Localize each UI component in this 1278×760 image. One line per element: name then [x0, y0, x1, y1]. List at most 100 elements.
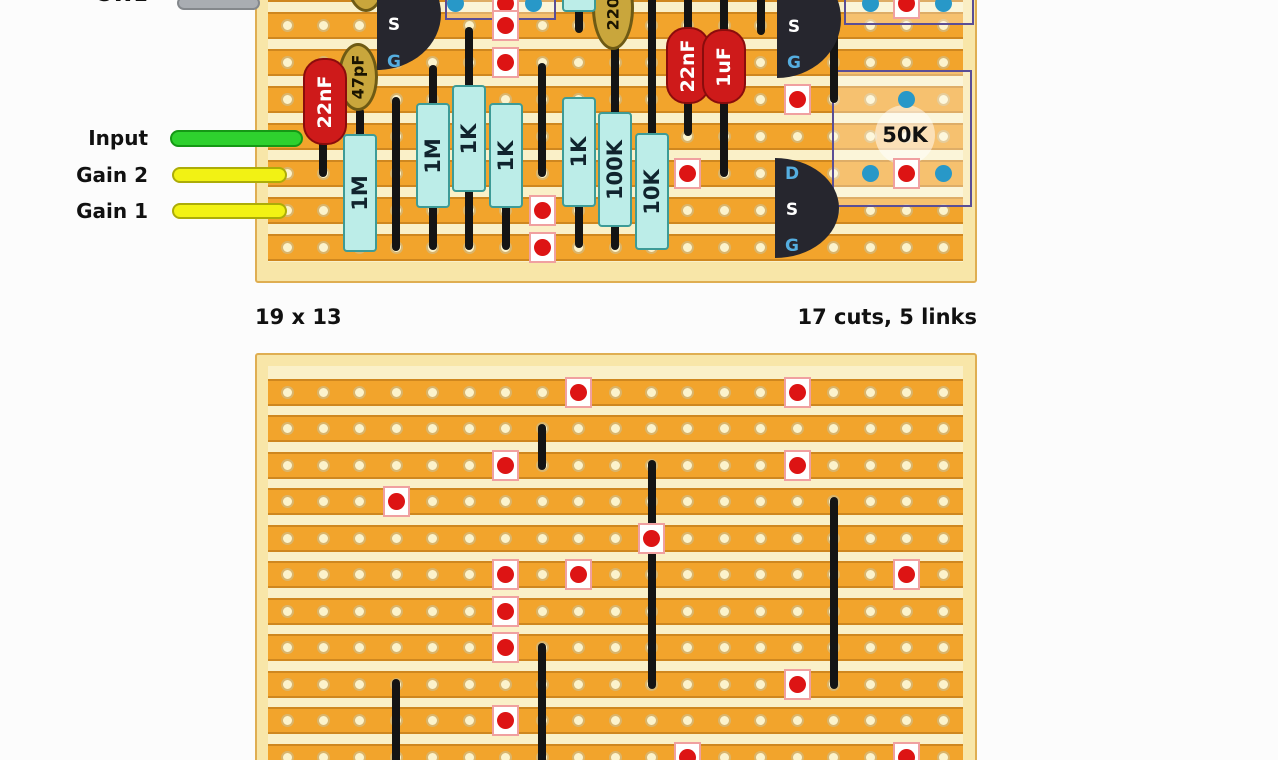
hole	[280, 677, 294, 691]
hole	[900, 604, 914, 618]
hole	[353, 385, 367, 399]
hole	[426, 750, 440, 760]
hole	[754, 568, 768, 581]
hole	[754, 677, 768, 691]
hole	[280, 458, 294, 472]
cut-dot	[497, 712, 515, 729]
hole	[280, 240, 294, 254]
resistor-label: 1K	[457, 123, 482, 154]
hole	[790, 531, 804, 545]
hole	[608, 677, 622, 691]
hole	[426, 677, 440, 691]
cut-marker	[528, 231, 556, 263]
hole	[754, 203, 768, 217]
cut-marker	[893, 559, 921, 590]
hole	[645, 714, 658, 727]
hole	[572, 495, 586, 508]
resistor: 1M	[415, 103, 450, 208]
hole	[316, 240, 330, 254]
resistor: 1K	[488, 103, 523, 208]
cut-marker	[492, 595, 520, 627]
hole	[389, 385, 403, 399]
cut-marker	[492, 449, 520, 481]
cut-marker	[783, 376, 811, 408]
hole	[316, 458, 330, 472]
hole	[316, 531, 330, 545]
cut-marker	[565, 559, 593, 590]
hole	[863, 641, 877, 654]
cut-dot	[497, 16, 515, 34]
hole	[280, 422, 294, 435]
hole	[316, 750, 330, 760]
hole	[754, 240, 768, 254]
wire-link	[647, 0, 656, 250]
hole	[681, 714, 695, 727]
wire-link	[829, 496, 838, 689]
hole	[863, 714, 877, 727]
resistor	[561, 0, 596, 12]
hole	[681, 458, 695, 472]
hole	[608, 750, 622, 760]
hole	[681, 495, 695, 508]
hole	[462, 604, 476, 618]
hole	[900, 677, 914, 691]
hole	[389, 531, 403, 545]
gain1-label: Gain 1	[76, 199, 148, 223]
capacitor-label: 220p	[603, 0, 623, 31]
hole	[863, 18, 877, 32]
hole	[389, 641, 403, 654]
resistor-label: 1K	[566, 136, 591, 168]
hole	[426, 495, 440, 508]
cut-marker	[492, 705, 520, 736]
hole	[900, 641, 914, 654]
hole	[316, 422, 330, 435]
hole	[900, 240, 914, 254]
transistor-pin-label: S	[787, 17, 801, 37]
hole	[280, 714, 294, 727]
hole	[754, 55, 768, 69]
hole	[863, 458, 877, 472]
hole	[863, 92, 877, 106]
hole	[462, 641, 476, 654]
hole	[535, 531, 549, 545]
hole	[790, 750, 804, 760]
capacitor-label: 1uF	[713, 46, 735, 87]
hole	[426, 531, 440, 545]
cut-dot	[533, 201, 551, 219]
transistor-pin-label: S	[785, 200, 799, 220]
hole	[754, 714, 768, 727]
hole	[353, 714, 367, 727]
hole	[316, 714, 330, 727]
hole	[280, 495, 294, 508]
cut-dot	[497, 0, 515, 12]
cut-marker	[638, 522, 665, 554]
partial-top-label: SW2	[40, 0, 148, 6]
hole	[900, 422, 914, 435]
hole	[681, 604, 695, 618]
transistor-pin-label: G	[785, 236, 799, 256]
hole	[754, 422, 768, 435]
hole	[462, 568, 476, 581]
hole	[426, 568, 440, 581]
hole	[936, 604, 950, 618]
cut-marker	[492, 46, 520, 78]
hole	[389, 568, 403, 581]
hole	[353, 604, 367, 618]
cut-marker	[492, 559, 520, 590]
input-wire	[170, 130, 303, 147]
hole	[681, 203, 695, 217]
cut-dot	[679, 164, 697, 182]
hole	[645, 422, 658, 435]
hole	[499, 677, 513, 691]
hole	[717, 568, 731, 581]
resistor: 100K	[598, 112, 633, 227]
pot-lug	[446, 0, 464, 12]
hole	[681, 568, 695, 581]
hole	[717, 240, 731, 254]
cut-dot	[788, 383, 806, 401]
capacitor-red: 1uF	[702, 29, 746, 104]
hole	[754, 641, 768, 654]
hole	[353, 422, 367, 435]
resistor-label: 1M	[420, 137, 445, 174]
